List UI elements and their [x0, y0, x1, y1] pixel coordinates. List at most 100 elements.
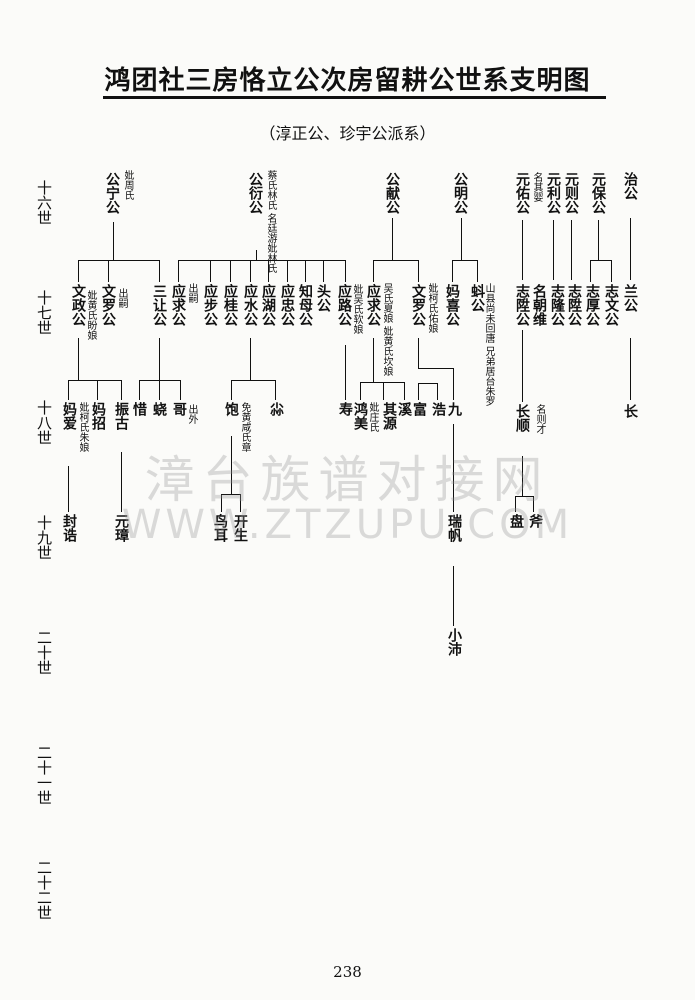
- person-name: 应路公: [336, 284, 352, 326]
- person-name: 志文公: [603, 284, 619, 326]
- person-name: 头公: [315, 284, 331, 312]
- person-note: 吴氏夏娘 妣黄氏坎娘: [381, 283, 392, 377]
- tree-line: [477, 260, 478, 282]
- person-name: 元璋: [113, 514, 129, 542]
- tree-line: [345, 260, 346, 282]
- generation-label: 二十世: [35, 630, 53, 675]
- person-name: 富: [411, 402, 427, 416]
- person-name: 应求公: [365, 284, 381, 326]
- person-name: 三让公: [151, 284, 167, 326]
- person-name: 妈喜公: [444, 284, 460, 326]
- person-name: 瑞帆: [446, 514, 462, 542]
- generation-label: 十九世: [35, 515, 53, 560]
- tree-line: [256, 250, 257, 260]
- generation-label: 十八世: [35, 400, 53, 445]
- tree-line: [590, 260, 612, 261]
- tree-line: [180, 380, 181, 400]
- tree-line: [453, 566, 454, 626]
- person-note: 蔡氏林氏 名廷游妣林氏: [265, 170, 276, 274]
- watermark-text: 漳台族谱对接网: [144, 451, 551, 509]
- tree-line: [68, 380, 69, 400]
- tree-line: [159, 338, 160, 380]
- person-name: 蚪公: [469, 284, 485, 312]
- tree-line: [78, 338, 79, 380]
- tree-line: [221, 494, 241, 495]
- person-name: 斧: [527, 514, 543, 528]
- tree-line: [121, 452, 122, 512]
- tree-line: [97, 380, 98, 400]
- page-number: 238: [333, 963, 362, 981]
- generation-label: 十六世: [35, 180, 53, 225]
- tree-line: [78, 260, 79, 282]
- person-name: 元则公: [563, 172, 579, 214]
- person-note: 妣庄氏: [367, 402, 378, 432]
- tree-line: [404, 382, 405, 400]
- tree-line: [159, 380, 160, 400]
- tree-line: [345, 345, 346, 400]
- tree-line: [515, 496, 516, 512]
- page-title: 鸿团社三房恪立公次房留耕公世系支明图: [104, 66, 591, 96]
- person-note: 山县尚未回唐 兄弟居台朱罗: [483, 283, 494, 407]
- person-name: 溪: [396, 402, 412, 416]
- tree-line: [630, 218, 631, 280]
- person-name: 长顺: [514, 404, 530, 432]
- tree-line: [178, 260, 346, 261]
- person-name: 元利公: [545, 172, 561, 214]
- generation-label: 二十一世: [35, 745, 53, 805]
- tree-line: [515, 496, 534, 497]
- person-name: 应桂公: [222, 284, 238, 326]
- tree-line: [418, 338, 419, 368]
- person-name: 开生: [232, 514, 248, 542]
- tree-line: [373, 260, 419, 261]
- person-name: 浩: [430, 402, 446, 416]
- person-name: 振古: [113, 402, 129, 430]
- tree-line: [121, 380, 122, 400]
- tree-line: [553, 220, 554, 280]
- tree-line: [453, 368, 454, 400]
- tree-line: [383, 382, 384, 400]
- person-name: 志厚公: [584, 284, 600, 326]
- tree-line: [418, 383, 419, 400]
- tree-line: [139, 380, 181, 381]
- tree-line: [522, 220, 523, 280]
- watermark-url: WWW.ZTZUPU.COM: [121, 502, 574, 548]
- person-name: 惜: [131, 402, 147, 416]
- tree-line: [210, 260, 211, 282]
- person-name: 哥: [171, 402, 187, 416]
- person-name: 封诰: [61, 514, 77, 542]
- tree-line: [522, 330, 523, 402]
- tree-line: [230, 260, 231, 282]
- person-name: 鸿美: [352, 402, 368, 430]
- person-note: 妣周氏: [122, 170, 133, 200]
- generation-label: 二十二世: [35, 860, 53, 920]
- tree-line: [323, 260, 324, 282]
- tree-line: [392, 218, 393, 260]
- person-note: 妣黄氏盼娘: [85, 290, 96, 340]
- tree-line: [231, 380, 232, 400]
- person-name: 公衍公: [247, 172, 263, 214]
- person-name: 应湖公: [260, 284, 276, 326]
- person-name: 志陞公: [514, 284, 530, 326]
- person-name: 元佑公: [514, 172, 530, 214]
- person-name: 文罗公: [100, 284, 116, 326]
- tree-line: [630, 338, 631, 400]
- generation-label: 十七世: [35, 290, 53, 335]
- tree-line: [275, 380, 276, 400]
- person-note: 妣柯氏朱娘: [77, 402, 88, 452]
- tree-line: [598, 220, 599, 260]
- tree-line: [250, 338, 251, 380]
- person-name: 九: [446, 402, 462, 416]
- tree-line: [78, 260, 160, 261]
- tree-line: [268, 260, 269, 282]
- tree-line: [108, 260, 109, 282]
- person-name: 兰公: [622, 284, 638, 312]
- person-note: 妣柯氏佑娘: [426, 283, 437, 333]
- tree-line: [590, 260, 591, 282]
- person-name: 公献公: [384, 172, 400, 214]
- person-name: 名朝维: [531, 284, 547, 326]
- tree-line: [221, 494, 222, 512]
- person-name: 长: [622, 404, 638, 418]
- tree-line: [452, 260, 478, 261]
- tree-line: [418, 368, 454, 369]
